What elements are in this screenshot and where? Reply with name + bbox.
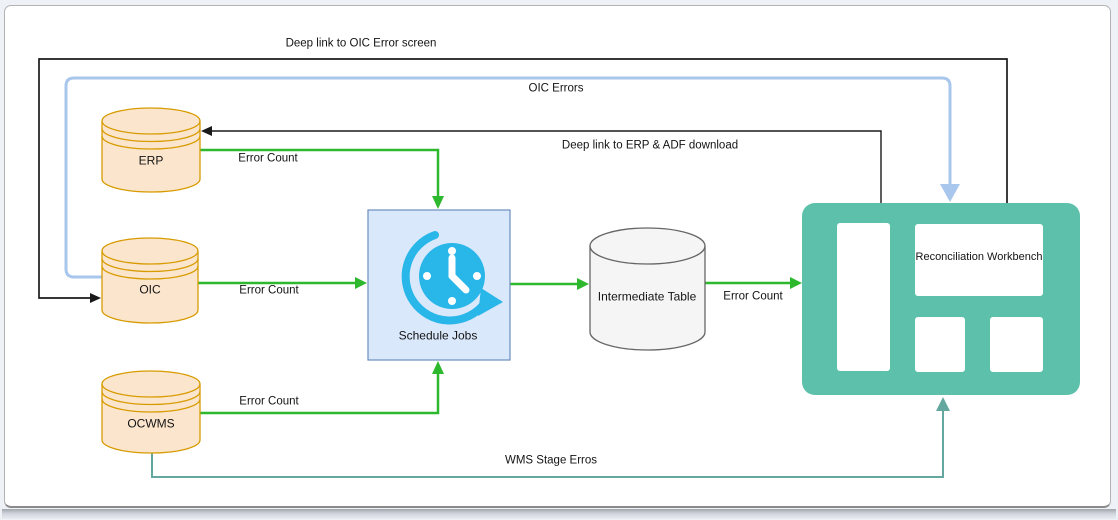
label-error-count-intermediate: Error Count (723, 290, 783, 303)
edge-error-count-ocwms (200, 361, 444, 415)
node-reconciliation-workbench (802, 203, 1080, 395)
label-erp: ERP (138, 153, 164, 168)
workbench-panel-bottom-1 (915, 317, 965, 372)
window-bottom-edge (2, 509, 1116, 519)
label-deep-link-erp: Deep link to ERP & ADF download (561, 139, 739, 152)
label-error-count-ocwms: Error Count (239, 395, 299, 408)
label-error-count-erp: Error Count (238, 152, 298, 165)
label-oic-errors: OIC Errors (528, 82, 584, 95)
edge-deep-link-erp-adf (201, 126, 882, 203)
label-error-count-oic: Error Count (239, 284, 299, 297)
workbench-panel-bottom-2 (990, 317, 1043, 372)
edge-schedule-to-intermediate (510, 278, 589, 290)
label-intermediate-table: Intermediate Table (597, 289, 697, 304)
node-schedule-jobs (367, 209, 511, 361)
label-schedule-jobs: Schedule Jobs (398, 328, 478, 343)
label-oic: OIC (139, 282, 161, 297)
workbench-panel-top (915, 224, 1043, 296)
node-intermediate-table (589, 227, 706, 351)
edge-wms-stage-errors (151, 397, 950, 478)
node-oic-database (101, 237, 199, 324)
edge-oic-errors (64, 76, 960, 279)
edge-deep-link-oic-error-screen (38, 58, 1008, 303)
node-ocwms-database (101, 370, 201, 454)
label-ocwms: OCWMS (127, 416, 175, 431)
label-reconciliation-workbench: Reconciliation Workbench (915, 250, 1043, 263)
edge-error-count-oic (198, 277, 367, 289)
label-wms-stage-errors: WMS Stage Erros (504, 454, 598, 467)
node-erp-database (101, 107, 201, 193)
workbench-panel-left (837, 223, 890, 371)
edge-error-count-intermediate (705, 277, 802, 289)
clock-schedule-icon (401, 231, 503, 325)
edge-error-count-erp (200, 148, 444, 209)
label-deep-link-oic: Deep link to OIC Error screen (285, 37, 437, 50)
